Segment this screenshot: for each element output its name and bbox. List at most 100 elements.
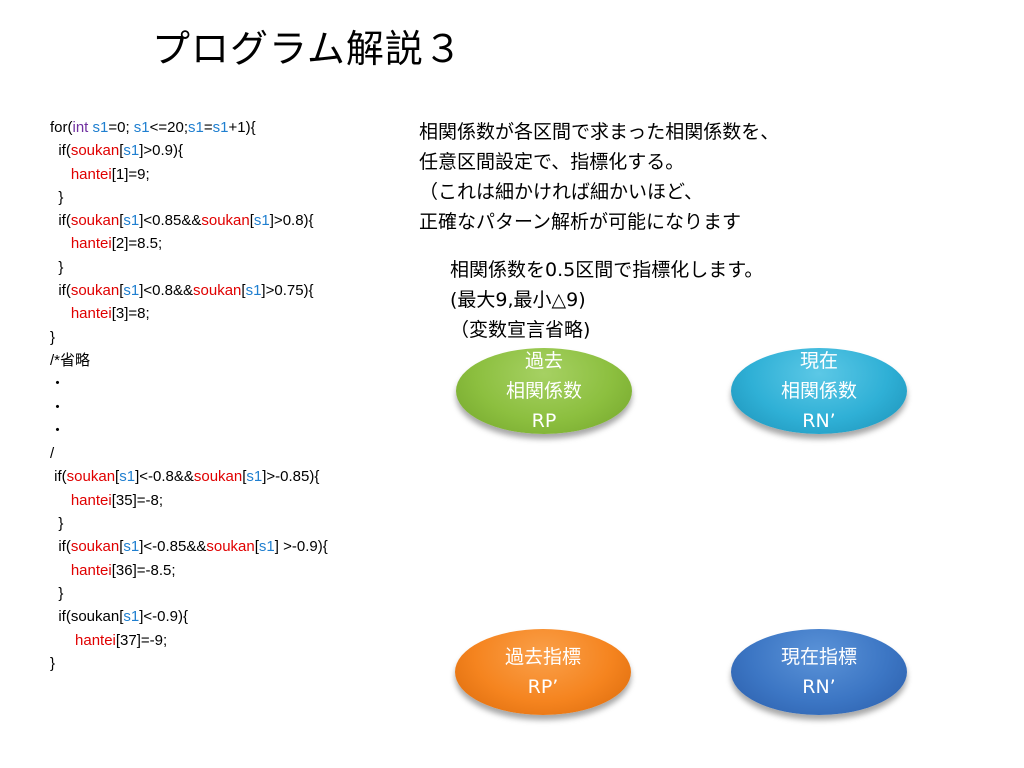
code-token: s1	[188, 119, 204, 136]
code-token: [	[242, 468, 247, 486]
code-token: ・	[50, 375, 66, 393]
code-token: /	[50, 445, 55, 463]
code-token: int	[72, 119, 89, 136]
code-token: soukan	[70, 212, 120, 230]
code-line: }	[50, 512, 328, 535]
code-token: soukan	[66, 468, 116, 486]
code-token: [	[115, 468, 120, 486]
code-token: [	[119, 538, 124, 556]
code-token: [3]=8;	[111, 305, 150, 323]
code-token: ]>0.75){	[261, 282, 314, 300]
code-token: soukan	[70, 538, 120, 556]
past-index-bubble: 過去指標 RP’	[455, 629, 631, 715]
code-token: if(	[50, 212, 71, 230]
code-token: ・	[50, 421, 66, 439]
code-token: ]<-0.85&&	[139, 538, 207, 556]
code-token: [	[119, 282, 124, 300]
code-token: ]<-0.9){	[139, 608, 188, 626]
code-token: s1	[246, 468, 263, 486]
bubble-label: RP’	[527, 676, 559, 698]
code-token	[50, 632, 75, 649]
bubble-label: RP	[531, 410, 557, 432]
code-token: [35]=-8;	[111, 491, 164, 509]
code-token: [	[119, 142, 124, 160]
code-token: s1	[245, 282, 262, 300]
code-token: [	[241, 282, 246, 300]
code-token: if(	[50, 282, 71, 300]
bubble-label: 相関係数	[505, 380, 582, 402]
code-line: }	[50, 652, 328, 675]
code-line: hantei[35]=-8;	[50, 489, 328, 512]
bubble-label: 現在指標	[780, 646, 857, 668]
description-line: (最大9,最小△9)	[450, 289, 586, 311]
code-line: if(soukan[s1]<0.8&&soukan[s1]>0.75){	[50, 279, 328, 302]
code-token: soukan	[70, 282, 120, 300]
code-token: }	[50, 188, 64, 206]
code-token	[50, 562, 71, 579]
code-token: }	[50, 328, 56, 346]
code-token: ]<-0.8&&	[135, 468, 194, 486]
code-token: s1	[123, 142, 140, 160]
code-token: soukan	[70, 142, 120, 160]
slide-title: プログラム解説３	[152, 27, 463, 71]
code-line: }	[50, 582, 328, 605]
past-correlation-bubble: 過去 相関係数 RP	[456, 348, 632, 434]
code-token: s1	[119, 468, 136, 486]
code-line: /	[50, 442, 328, 465]
code-token: s1	[212, 119, 229, 136]
code-token: }	[50, 515, 64, 533]
code-token: hantei	[70, 235, 112, 253]
code-token: hantei	[70, 491, 112, 509]
code-line: hantei[36]=-8.5;	[50, 559, 328, 582]
description-block-2: 相関係数を0.5区間で指標化します。 (最大9,最小△9) （変数宣言省略)	[450, 255, 763, 345]
code-token: [36]=-8.5;	[111, 561, 176, 579]
code-line: for(int s1=0; s1<=20;s1=s1+1){	[50, 116, 328, 139]
code-token: [2]=8.5;	[111, 235, 163, 253]
bubble-label: RN’	[802, 676, 836, 698]
code-token: }	[50, 654, 56, 672]
code-token: [	[254, 538, 259, 556]
code-token: <=20;	[149, 119, 189, 136]
code-token	[50, 305, 71, 322]
bubble-label: 現在	[799, 350, 838, 372]
code-line: if(soukan[s1]>0.9){	[50, 139, 328, 162]
code-line: }	[50, 326, 328, 349]
code-line: hantei[2]=8.5;	[50, 232, 328, 255]
code-token: s1	[92, 119, 109, 136]
code-token: hantei	[70, 305, 112, 323]
description-line: 正確なパターン解析が可能になります	[419, 211, 742, 233]
code-token: s1	[123, 212, 140, 230]
code-token: soukan	[201, 212, 250, 230]
code-token: [	[119, 212, 124, 230]
code-token: }	[50, 258, 64, 276]
code-token: ]>-0.85){	[262, 468, 320, 486]
code-token: [	[249, 212, 254, 230]
code-token: ・	[50, 398, 66, 416]
code-token: if(	[50, 468, 67, 486]
code-listing: for(int s1=0; s1<=20;s1=s1+1){ if(soukan…	[50, 116, 328, 675]
code-line: if(soukan[s1]<-0.8&&soukan[s1]>-0.85){	[50, 465, 328, 488]
code-line: /*省略	[50, 349, 328, 372]
code-token: s1	[253, 212, 270, 230]
code-token: s1	[258, 538, 275, 556]
description-line: 相関係数が各区間で求まった相関係数を、	[419, 121, 780, 143]
bubble-label: 相関係数	[780, 380, 857, 402]
code-token: ]<0.85&&	[139, 212, 202, 230]
bubble-label: 過去	[524, 350, 563, 372]
code-token: =	[203, 119, 213, 136]
code-token: soukan	[206, 538, 255, 556]
bubble-label: RN’	[802, 410, 836, 432]
description-line: （これは細かければ細かいほど、	[419, 181, 704, 203]
code-token: /*省略	[50, 351, 91, 369]
code-token: ]>0.8){	[269, 212, 314, 230]
code-token: ]>0.9){	[139, 142, 184, 160]
code-token: if(	[50, 538, 71, 556]
code-line: hantei[3]=8;	[50, 302, 328, 325]
bubble-label: 過去指標	[504, 646, 581, 668]
code-token: +1){	[228, 119, 256, 136]
code-token: hantei	[75, 631, 116, 649]
code-token: hantei	[70, 561, 112, 579]
code-token: soukan	[193, 468, 243, 486]
code-token: [1]=9;	[111, 165, 150, 183]
code-line: }	[50, 186, 328, 209]
